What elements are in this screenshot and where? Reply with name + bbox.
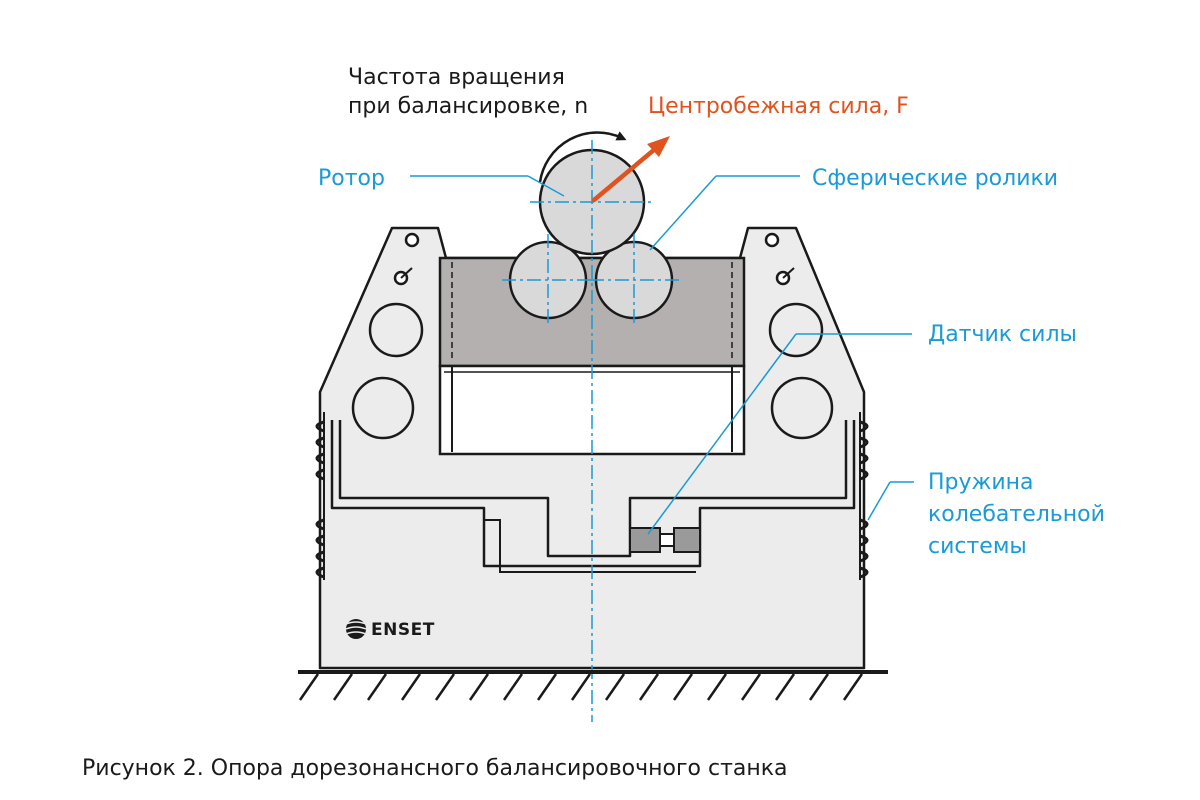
- right-springs: [859, 412, 869, 580]
- rotation-speed-label-line1: Частота вращения: [348, 65, 565, 90]
- enset-globe-icon: [345, 619, 367, 639]
- rotation-arrow: [538, 131, 627, 183]
- enset-logo-text: ENSET: [371, 620, 435, 640]
- mounting-holes: [351, 232, 834, 440]
- center-lines: [502, 140, 680, 722]
- spring-label-line3: системы: [928, 534, 1027, 559]
- centrifugal-force-arrow: [591, 136, 670, 203]
- spring-label-line1: Пружина: [928, 470, 1034, 495]
- leader-lines: [410, 175, 914, 535]
- left-springs: [315, 412, 325, 580]
- force-sensor-label: Датчик силы: [928, 322, 1077, 347]
- spring-label-line2: колебательной: [928, 502, 1105, 527]
- rotor-label: Ротор: [318, 166, 385, 191]
- ground-base: [298, 670, 888, 701]
- figure-caption: Рисунок 2. Опора дорезонансного балансир…: [82, 756, 788, 781]
- enset-logo: ENSET: [345, 619, 435, 640]
- force-sensor: [629, 527, 701, 553]
- spherical-rollers-label: Сферические ролики: [812, 166, 1058, 191]
- centrifugal-force-label: Центробежная сила, F: [648, 94, 909, 119]
- rotation-speed-label-line2: при балансировке, n: [348, 94, 588, 119]
